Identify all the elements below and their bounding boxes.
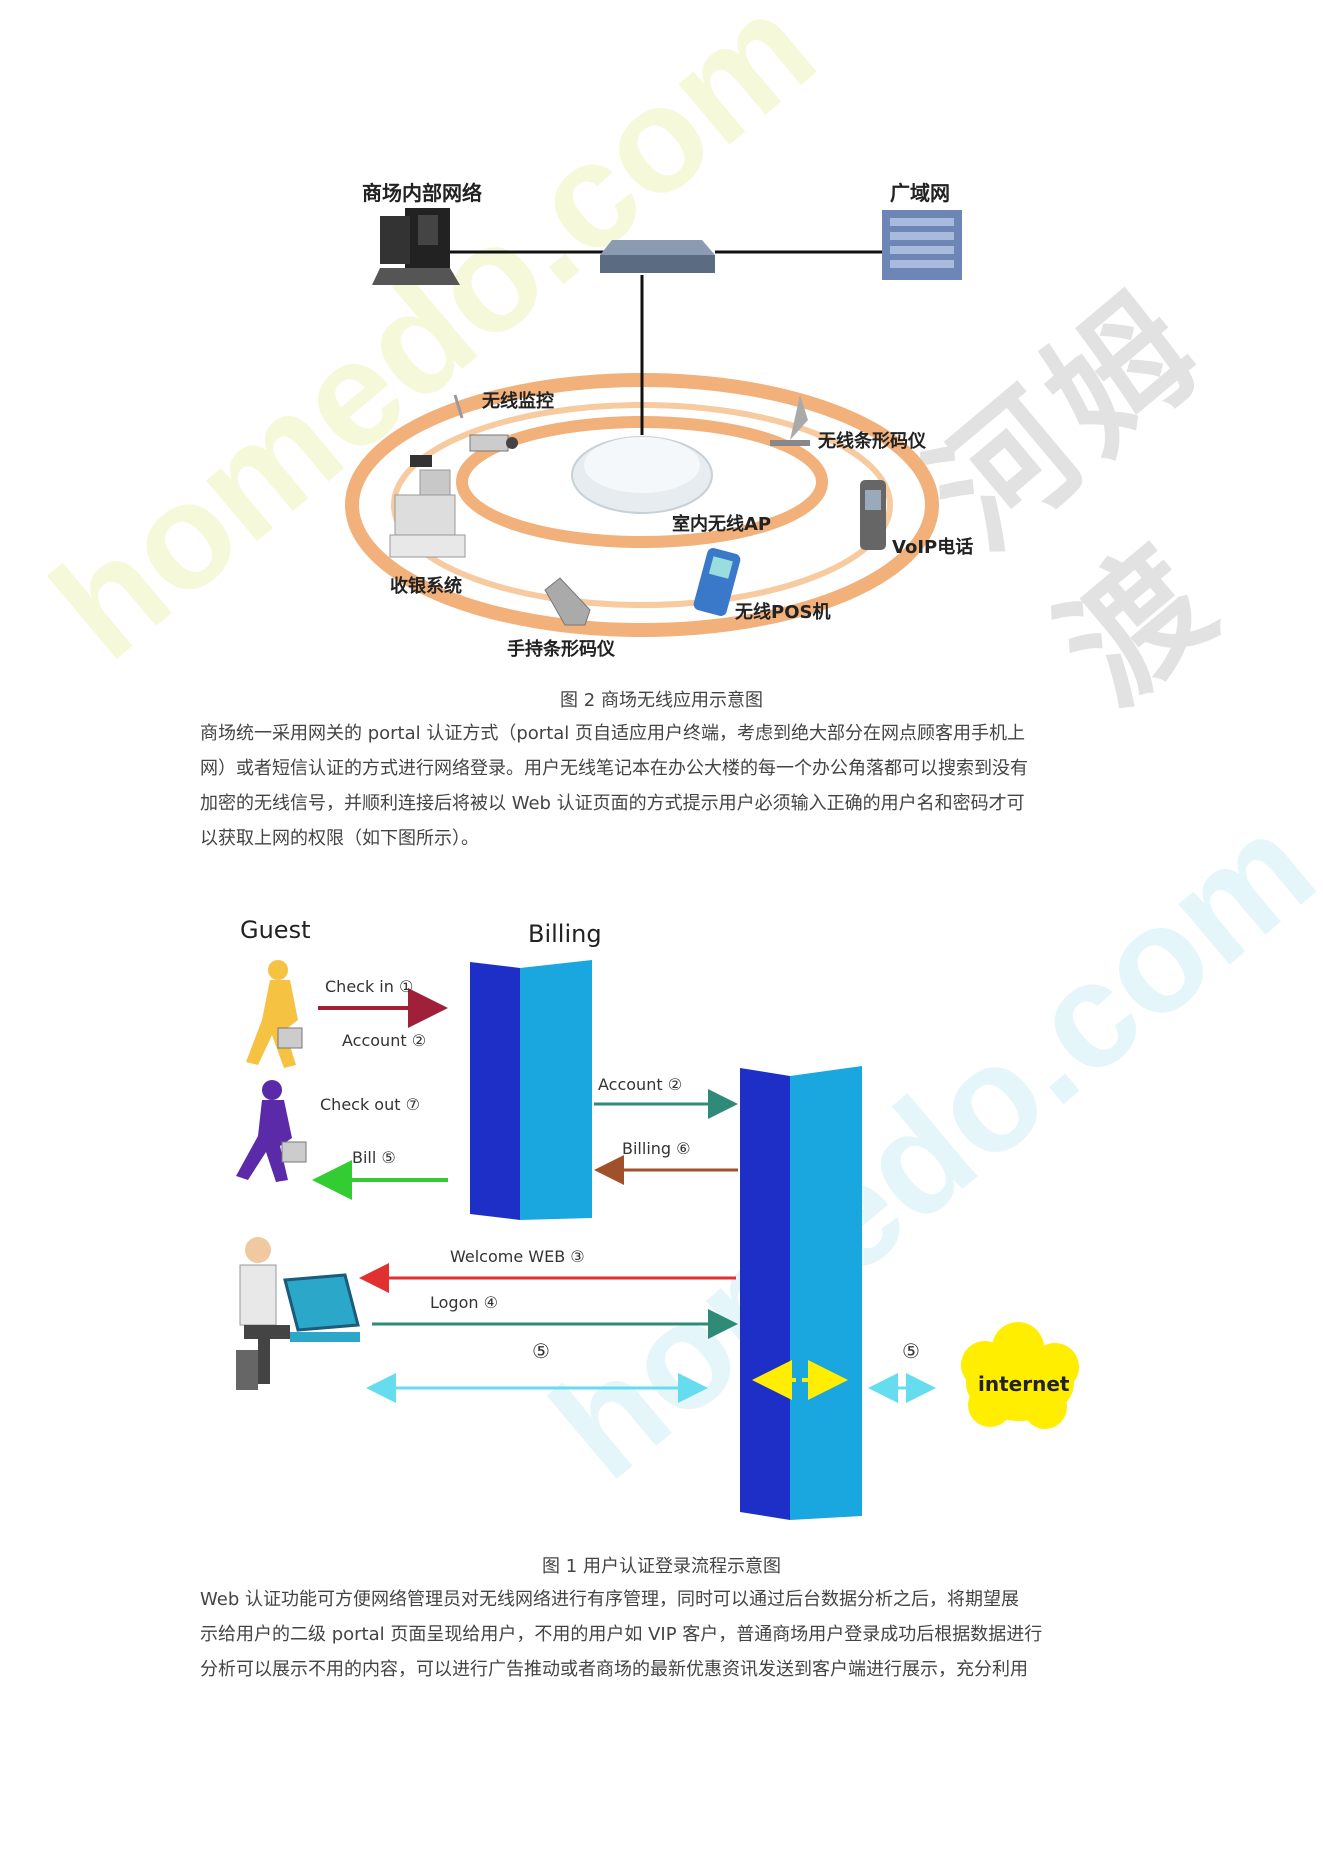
label-billing-mid: Billing ⑥ — [622, 1139, 690, 1158]
paragraph-2-line: Web 认证功能可方便网络管理员对无线网络进行有序管理，同时可以通过后台数据分析… — [200, 1589, 1019, 1610]
label-logon: Logon ④ — [430, 1293, 498, 1312]
figure-2-caption: 图 2 商场无线应用示意图 — [560, 690, 763, 711]
cash-register-icon — [389, 455, 466, 558]
label-wan: 广域网 — [890, 181, 950, 205]
guest-checkin-icon — [246, 960, 303, 1068]
figure-1-caption: 图 1 用户认证登录流程示意图 — [542, 1556, 781, 1577]
pos-terminal-icon — [693, 548, 741, 616]
label-wireless-pos: 无线POS机 — [735, 601, 830, 623]
label-five-left: ⑤ — [532, 1339, 550, 1363]
paragraph-2-line: 示给用户的二级 portal 页面呈现给用户，不用的用户如 VIP 客户，普通商… — [200, 1624, 1043, 1645]
label-five-right: ⑤ — [902, 1339, 920, 1363]
paragraph-2-line: 分析可以展示不用的内容，可以进行广告推动或者商场的最新优惠资讯发送到客户端进行展… — [200, 1659, 1028, 1680]
label-voip: VoIP电话 — [892, 536, 973, 558]
gateway-server-block — [740, 1066, 862, 1520]
paragraph-1: 商场统一采用网关的 portal 认证方式（portal 页自适应用户终端，考虑… — [200, 716, 1130, 856]
billing-server-block — [470, 960, 592, 1220]
label-cash-system: 收银系统 — [390, 575, 462, 597]
barcode-scanner-icon — [770, 395, 810, 446]
handheld-scanner-icon — [544, 577, 591, 626]
paragraph-1-line: 以获取上网的权限（如下图所示）。 — [200, 828, 479, 849]
paragraph-2: Web 认证功能可方便网络管理员对无线网络进行有序管理，同时可以通过后台数据分析… — [200, 1582, 1130, 1687]
camera-icon — [453, 394, 518, 452]
access-point-icon — [571, 436, 713, 514]
label-wireless-barcode: 无线条形码仪 — [818, 430, 927, 452]
label-welcome-web: Welcome WEB ③ — [450, 1247, 585, 1266]
paragraph-1-line: 加密的无线信号，并顺利连接后将被以 Web 认证页面的方式提示用户必须输入正确的… — [200, 793, 1025, 814]
guest-checkout-icon — [236, 1080, 307, 1182]
label-wireless-monitor: 无线监控 — [482, 390, 554, 412]
pc-icon — [372, 208, 460, 285]
paragraph-1-line: 商场统一采用网关的 portal 认证方式（portal 页自适应用户终端，考虑… — [200, 723, 1026, 744]
label-internal-network: 商场内部网络 — [362, 181, 482, 205]
label-account-mid: Account ② — [598, 1075, 682, 1094]
label-indoor-ap: 室内无线AP — [672, 513, 771, 535]
figure-mall-wireless: 商场内部网络 广域网 无线监控 无线条形码仪 室内无线AP VoIP电话 收银系… — [345, 181, 973, 660]
label-account-left: Account ② — [342, 1031, 426, 1050]
label-check-out: Check out ⑦ — [320, 1095, 420, 1114]
label-check-in: Check in ① — [325, 977, 413, 996]
internet-cloud-icon — [961, 1322, 1079, 1429]
label-internet: internet — [978, 1372, 1070, 1396]
label-handheld-barcode: 手持条形码仪 — [507, 638, 616, 660]
paragraph-1-line: 网）或者短信认证的方式进行网络登录。用户无线笔记本在办公大楼的每一个办公角落都可… — [200, 758, 1028, 779]
label-billing: Billing — [528, 920, 602, 948]
switch-icon — [600, 240, 715, 273]
voip-phone-icon — [860, 480, 886, 550]
server-icon — [882, 210, 962, 280]
figure-auth-flow: Guest Billing internet — [236, 916, 1079, 1520]
label-guest: Guest — [240, 916, 311, 944]
label-bill: Bill ⑤ — [352, 1148, 396, 1167]
user-computer-icon — [236, 1237, 360, 1390]
